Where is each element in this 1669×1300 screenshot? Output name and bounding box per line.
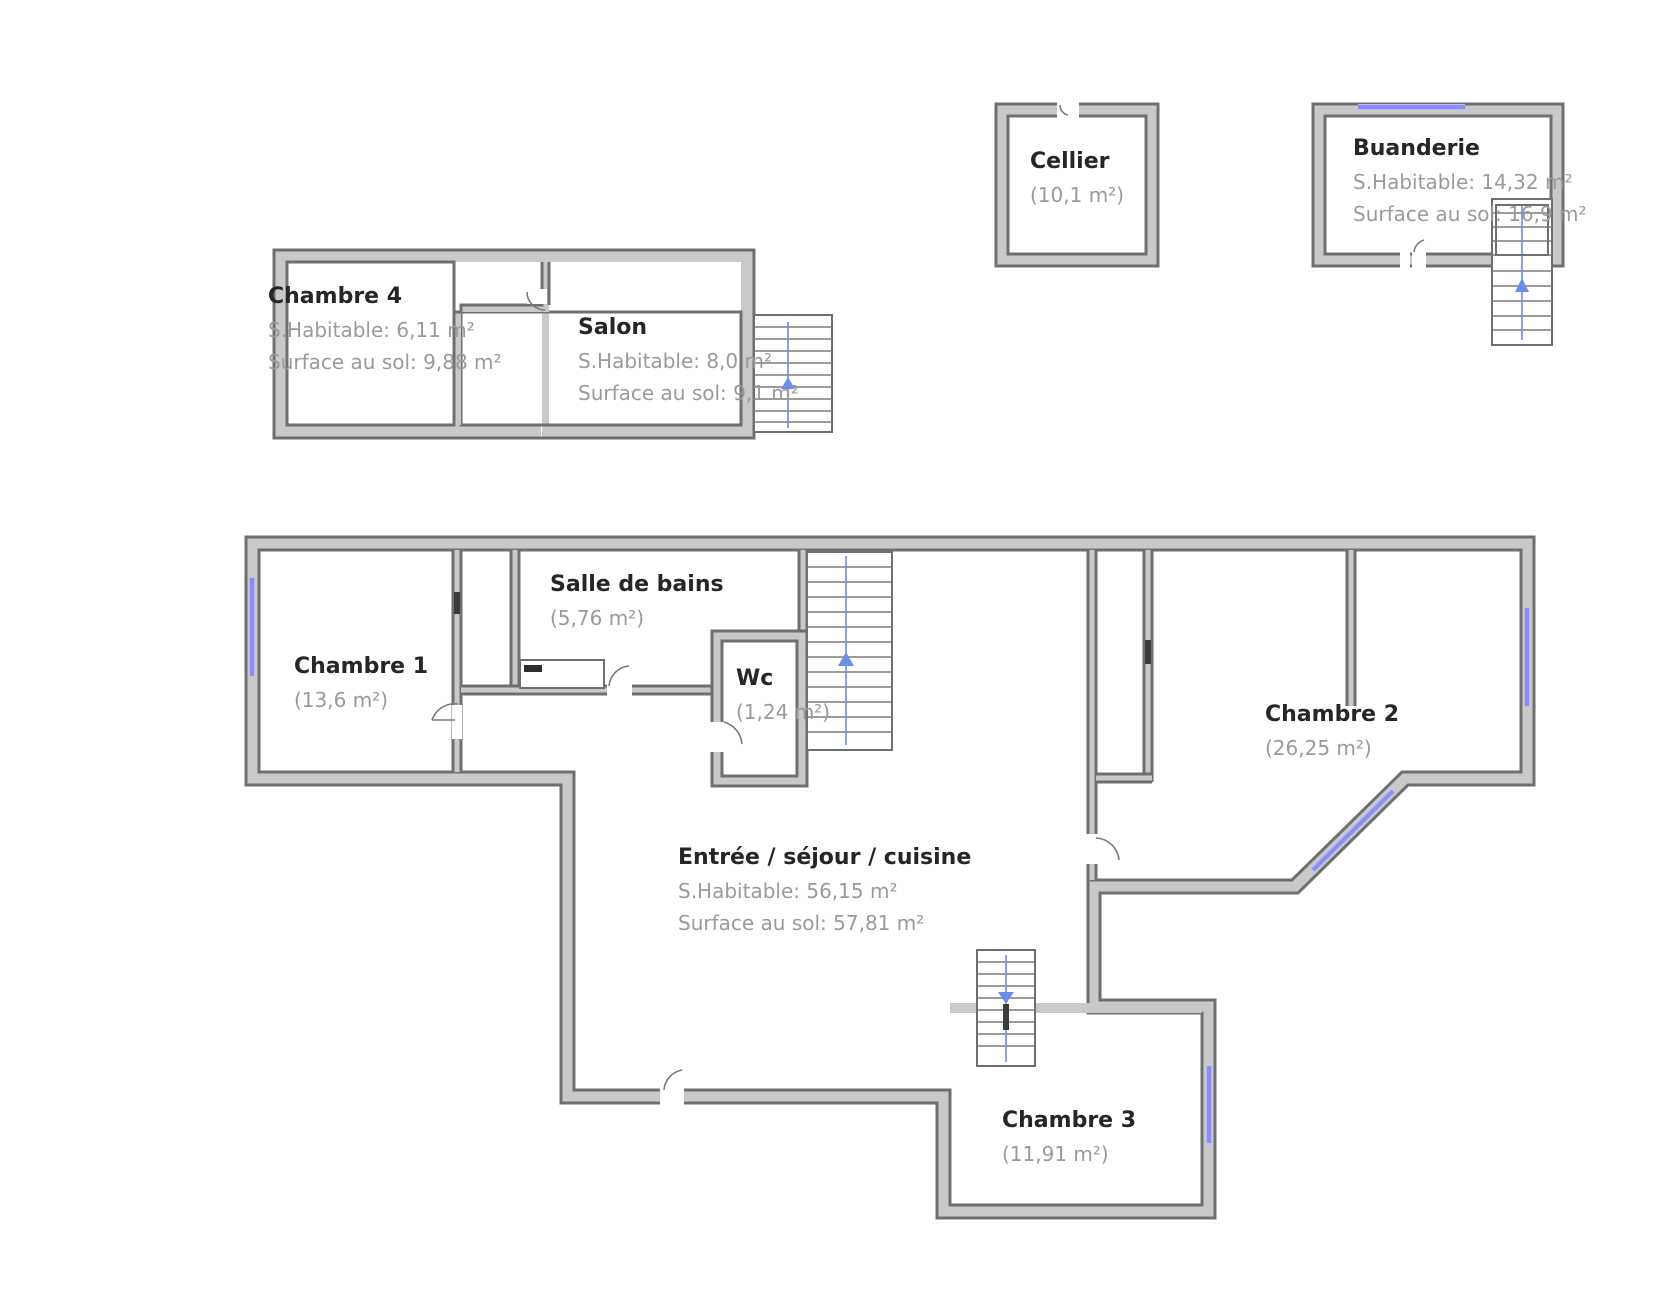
room-salle-de-bains-area: (5,76 m²) [550,606,644,630]
room-chambre2: Chambre 2 (26,25 m²) [1265,702,1400,760]
room-salon-name: Salon [578,315,648,340]
room-cellier-area: (10,1 m²) [1030,183,1124,207]
room-wc-area: (1,24 m²) [736,700,830,724]
room-chambre2-area: (26,25 m²) [1265,736,1372,760]
main-floor-windows [249,578,1530,1143]
room-buanderie-name: Buanderie [1353,136,1480,161]
chambre4-door [526,289,547,311]
room-chambre3: Chambre 3 (11,91 m²) [1002,1108,1137,1166]
room-chambre3-name: Chambre 3 [1002,1108,1137,1133]
room-chambre4-name: Chambre 4 [268,284,403,309]
room-chambre4: Chambre 4 S.Habitable: 6,11 m² Surface a… [268,284,502,374]
room-salle-de-bains-name: Salle de bains [550,572,724,597]
room-salle-de-bains: Salle de bains (5,76 m²) [550,572,724,630]
room-sejour-name: Entrée / séjour / cuisine [678,845,972,870]
salon-stair [753,314,833,433]
room-buanderie-habitable: S.Habitable: 14,32 m² [1353,170,1573,194]
buanderie-stair [1491,198,1553,346]
room-cellier-name: Cellier [1030,149,1110,174]
main-floor-doors [431,592,1151,1105]
bathtub [519,659,605,689]
room-buanderie: Buanderie S.Habitable: 14,32 m² Surface … [1353,136,1587,226]
main-stair [806,551,893,751]
room-wc-name: Wc [736,666,774,691]
room-salon-sol: Surface au sol: 9,1 m² [578,381,799,405]
room-sejour-habitable: S.Habitable: 56,15 m² [678,879,898,903]
room-chambre4-habitable: S.Habitable: 6,11 m² [268,318,475,342]
room-buanderie-sol: Surface au sol: 16,9 m² [1353,202,1587,226]
room-chambre4-sol: Surface au sol: 9,88 m² [268,350,502,374]
room-salon: Salon S.Habitable: 8,0 m² Surface au sol… [578,315,799,405]
main-floor-walls [244,535,1536,1220]
room-chambre3-area: (11,91 m²) [1002,1142,1109,1166]
lower-stair [976,949,1036,1067]
cellier-walls [994,101,1160,268]
room-cellier: Cellier (10,1 m²) [1030,149,1124,207]
room-sejour-sol: Surface au sol: 57,81 m² [678,911,925,935]
room-chambre1: Chambre 1 (13,6 m²) [294,654,429,712]
room-salon-habitable: S.Habitable: 8,0 m² [578,349,773,373]
room-wc: Wc (1,24 m²) [736,666,830,724]
buanderie-walls [1311,102,1565,268]
room-chambre1-area: (13,6 m²) [294,688,388,712]
room-sejour: Entrée / séjour / cuisine S.Habitable: 5… [678,845,972,935]
room-chambre1-name: Chambre 1 [294,654,429,679]
room-chambre2-name: Chambre 2 [1265,702,1400,727]
